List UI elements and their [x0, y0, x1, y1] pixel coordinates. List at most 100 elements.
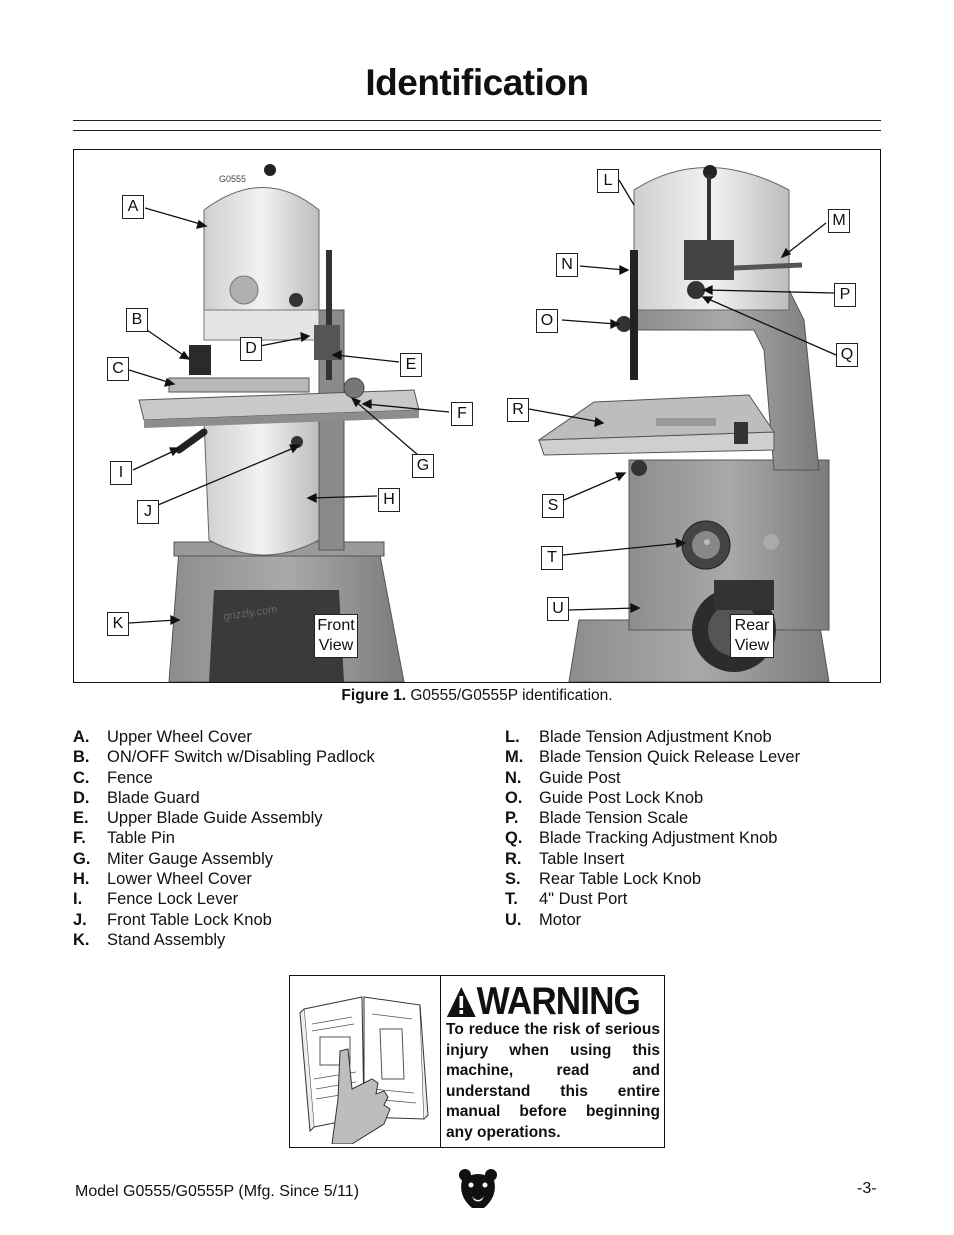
parts-list-key: B.: [73, 748, 90, 767]
parts-list-key: N.: [505, 768, 522, 787]
front-view-label-line2: View: [318, 637, 354, 654]
callout-e: E: [400, 353, 422, 377]
front-view-machine: grizzly.com G0555: [138, 164, 420, 682]
parts-list-item: F. Table Pin: [73, 828, 375, 848]
rear-view-label-line2: View: [734, 637, 770, 654]
band-saw-illustration: grizzly.com G0555: [128, 164, 837, 682]
parts-list-key: M.: [505, 748, 524, 767]
parts-list-item: B. ON/OFF Switch w/Disabling Padlock: [73, 747, 375, 767]
callout-s: S: [542, 494, 564, 518]
front-view-label: Front View: [314, 614, 358, 658]
callout-c: C: [107, 357, 129, 381]
parts-list-name: Upper Wheel Cover: [107, 728, 252, 746]
parts-list-item: K. Stand Assembly: [73, 930, 375, 950]
parts-list-key: P.: [505, 809, 519, 828]
callout-q: Q: [836, 343, 858, 367]
parts-list-key: F.: [73, 829, 86, 848]
parts-list-item: E.Upper Blade Guide Assembly: [73, 808, 375, 828]
parts-list-item: O. Guide Post Lock Knob: [505, 788, 800, 808]
parts-list-key: K.: [73, 930, 90, 949]
footer-model: Model G0555/G0555P (Mfg. Since 5/11): [75, 1183, 360, 1200]
parts-list-key: Q.: [505, 829, 523, 848]
parts-list-name: Blade Tension Adjustment Knob: [539, 728, 772, 746]
parts-list-key: U.: [505, 910, 522, 929]
parts-list-key: G.: [73, 849, 91, 868]
parts-list-name: Guide Post: [539, 768, 621, 787]
callout-f: F: [451, 402, 473, 426]
warning-divider: [440, 976, 441, 1147]
parts-list-name: ON/OFF Switch w/Disabling Padlock: [107, 748, 375, 767]
callout-t: T: [541, 546, 563, 570]
warning-box: WARNING To reduce the risk of serious in…: [289, 975, 665, 1148]
warning-heading: WARNING: [446, 980, 641, 1024]
parts-list-key: I.: [73, 890, 83, 909]
parts-list-key: R.: [505, 849, 522, 868]
identification-figure: grizzly.com G0555: [73, 149, 881, 683]
parts-list-key: O.: [505, 788, 523, 807]
parts-list-key: H.: [73, 870, 90, 889]
rear-view-label: Rear View: [730, 614, 774, 658]
callout-g: G: [412, 454, 434, 478]
parts-list-item: G. Miter Gauge Assembly: [73, 849, 375, 869]
parts-list-name: Rear Table Lock Knob: [539, 870, 702, 889]
parts-list-item: S. Rear Table Lock Knob: [505, 869, 800, 889]
rear-view-label-line1: Rear: [734, 617, 770, 634]
parts-list-key: T.: [505, 890, 518, 909]
callout-r: R: [507, 398, 529, 422]
figure-caption: Figure 1. G0555/G0555P identification.: [0, 687, 954, 705]
parts-list-item: U. Motor: [505, 910, 800, 930]
parts-list-item: P. Blade Tension Scale: [505, 808, 800, 828]
parts-list-key: J.: [73, 910, 87, 929]
parts-list-name: Stand Assembly: [107, 930, 226, 949]
parts-list-name: Blade Tension Quick Release Lever: [539, 748, 801, 767]
figure-caption-number: Figure 1.: [341, 687, 407, 704]
parts-list-item: T. 4" Dust Port: [505, 889, 800, 909]
page-title: Identification: [365, 62, 589, 103]
manual-reading-icon: [299, 996, 429, 1144]
callout-l: L: [597, 169, 619, 193]
parts-list-name: Fence: [107, 768, 153, 787]
parts-list-name: 4" Dust Port: [539, 890, 628, 909]
parts-list-name: Lower Wheel Cover: [107, 870, 252, 889]
rear-view-machine: [537, 165, 830, 682]
parts-list-item: I.Fence Lock Lever: [73, 889, 375, 909]
parts-list-key: L.: [505, 728, 520, 746]
parts-list-item: Q. Blade Tracking Adjustment Knob: [505, 828, 800, 848]
warning-text: To reduce the risk of serious injury whe…: [446, 1021, 660, 1141]
parts-list-item: R. Table Insert: [505, 849, 800, 869]
callout-leaders: [128, 179, 837, 626]
warning-triangle-icon: [446, 987, 476, 1017]
parts-list-name: Table Insert: [539, 849, 625, 868]
callout-k: K: [107, 612, 129, 636]
parts-list-name: Guide Post Lock Knob: [539, 788, 704, 807]
bear-logo-icon: [459, 1169, 497, 1208]
footer-page-number: -3-: [857, 1180, 877, 1197]
parts-list-item: M. Blade Tension Quick Release Lever: [505, 747, 800, 767]
parts-list-item: N. Guide Post: [505, 768, 800, 788]
parts-list-name: Blade Tracking Adjustment Knob: [539, 829, 778, 848]
callout-u: U: [547, 597, 569, 621]
figure-caption-text: G0555/G0555P identification.: [406, 687, 613, 704]
parts-list-item: C.Fence: [73, 768, 375, 788]
callout-i: I: [110, 461, 132, 485]
parts-list-name: Front Table Lock Knob: [107, 910, 272, 929]
parts-list-name: Blade Tension Scale: [539, 809, 689, 828]
callout-o: O: [536, 309, 558, 333]
title-rule-top: [73, 120, 881, 121]
parts-list-item: H. Lower Wheel Cover: [73, 869, 375, 889]
parts-list-name: Motor: [539, 910, 582, 929]
parts-list-name: Miter Gauge Assembly: [107, 849, 273, 868]
parts-list-name: Table Pin: [107, 829, 175, 848]
parts-list-key: S.: [505, 870, 521, 889]
callout-j: J: [137, 500, 159, 524]
callout-n: N: [556, 253, 578, 277]
callout-p: P: [834, 283, 856, 307]
parts-list-name: Blade Guard: [107, 788, 200, 807]
title-rule-bottom: [73, 130, 881, 131]
front-view-label-line1: Front: [317, 617, 355, 634]
parts-list-item: J. Front Table Lock Knob: [73, 910, 375, 930]
parts-list-key: A.: [73, 728, 90, 746]
front-saw-label: G0555: [219, 174, 246, 184]
